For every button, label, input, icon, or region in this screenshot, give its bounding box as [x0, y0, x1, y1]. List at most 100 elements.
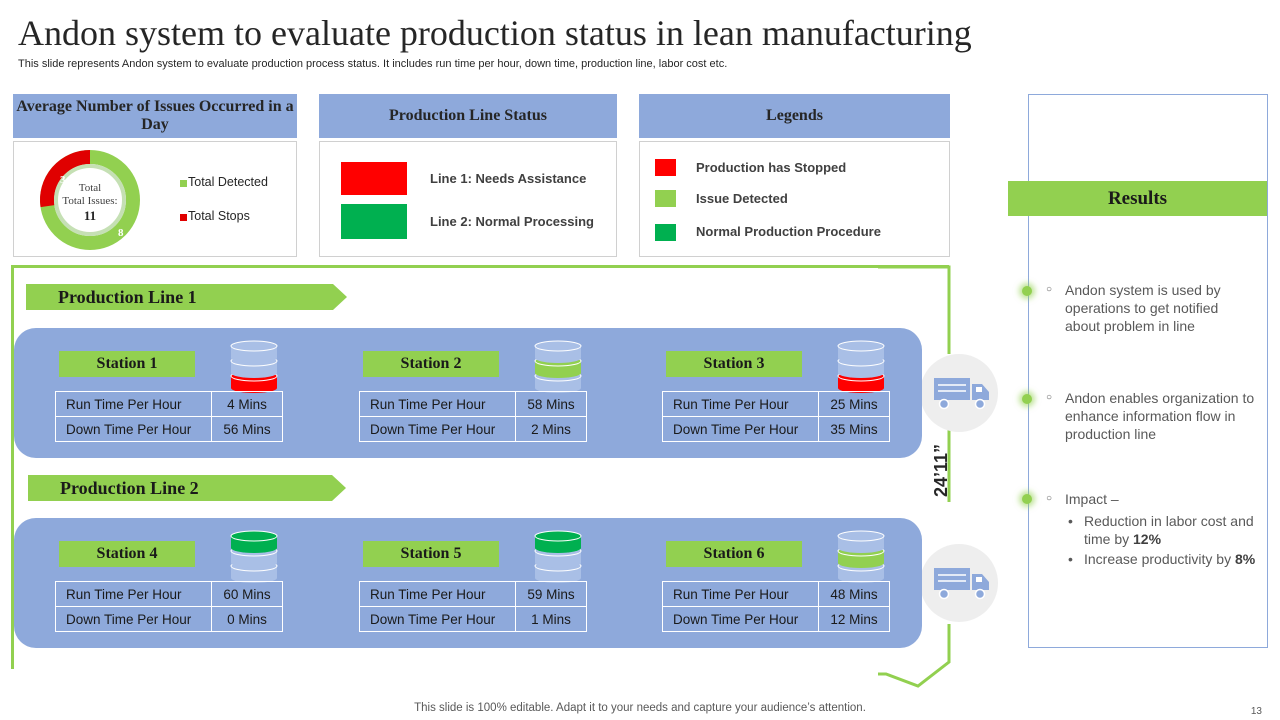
- legend-stopped-swatch: [655, 159, 676, 176]
- results-sub-bullet-2: •: [1068, 551, 1073, 567]
- down-time-value: 1 Mins: [515, 606, 587, 632]
- donut-center-value: 11: [84, 208, 96, 223]
- down-time-value: 2 Mins: [515, 416, 587, 442]
- db-layer-top: [534, 340, 582, 363]
- legend-stopped-label: Production has Stopped: [696, 160, 847, 175]
- run-time-label: Run Time Per Hour: [359, 581, 516, 607]
- station-status-database-icon: [230, 340, 278, 393]
- results-sub-bullet-1: •: [1068, 513, 1073, 529]
- status-panel-header: Production Line Status: [319, 94, 617, 138]
- results-marker-1: [1022, 286, 1032, 296]
- station-status-database-icon: [534, 340, 582, 393]
- legends-panel: Production has Stopped Issue Detected No…: [639, 141, 950, 257]
- legend-normal-swatch: [655, 224, 676, 241]
- vertical-length-label: 24’11”: [931, 443, 952, 497]
- station-header: Station 5: [363, 541, 499, 567]
- run-time-label: Run Time Per Hour: [55, 391, 212, 417]
- footer-text: This slide is 100% editable. Adapt it to…: [414, 702, 866, 714]
- results-sub-item-1: Reduction in labor cost and time by 12%: [1084, 512, 1264, 548]
- issues-donut-chart: Total Total Issues: 11 3 8: [40, 150, 140, 250]
- line1-status-swatch: [341, 162, 407, 195]
- down-time-value: 12 Mins: [818, 606, 890, 632]
- run-time-value: 60 Mins: [211, 581, 283, 607]
- results-bullet-2: ○: [1046, 392, 1053, 403]
- results-marker-3: [1022, 494, 1032, 504]
- status-panel: Line 1: Needs Assistance Line 2: Normal …: [319, 141, 617, 257]
- run-time-value: 58 Mins: [515, 391, 587, 417]
- results-bullet-1: ○: [1046, 284, 1053, 295]
- run-time-value: 48 Mins: [818, 581, 890, 607]
- down-time-label: Down Time Per Hour: [55, 606, 212, 632]
- station-header: Station 6: [666, 541, 802, 567]
- issues-panel: Total Total Issues: 11 3 8 Total Detecte…: [13, 141, 297, 257]
- truck-icon: [934, 378, 989, 410]
- donut-detected-label: 8: [118, 227, 124, 239]
- legend-issue-swatch: [655, 190, 676, 207]
- page-number: 13: [1250, 706, 1262, 717]
- legend-normal-label: Normal Production Procedure: [696, 224, 881, 239]
- down-time-value: 35 Mins: [818, 416, 890, 442]
- results-sub-item-2: Increase productivity by 8%: [1084, 550, 1268, 568]
- line2-status-swatch: [341, 204, 407, 239]
- legend-issue-label: Issue Detected: [696, 191, 788, 206]
- production-line-2-banner: Production Line 2: [28, 475, 346, 501]
- down-time-label: Down Time Per Hour: [55, 416, 212, 442]
- run-time-value: 4 Mins: [211, 391, 283, 417]
- run-time-value: 25 Mins: [818, 391, 890, 417]
- down-time-label: Down Time Per Hour: [662, 606, 819, 632]
- slide-title: Andon system to evaluate production stat…: [18, 13, 972, 53]
- results-sub-item-2-text: Increase productivity by: [1084, 551, 1235, 567]
- station-status-database-icon: [230, 530, 278, 583]
- results-sub-item-2-value: 8%: [1234, 551, 1256, 567]
- donut-center-label-1: Total: [79, 182, 101, 194]
- results-sub-item-1-value: 12%: [1133, 531, 1162, 547]
- line2-status-label: Line 2: Normal Processing: [430, 214, 594, 229]
- run-time-label: Run Time Per Hour: [662, 391, 819, 417]
- production-line-1-banner: Production Line 1: [26, 284, 347, 310]
- db-layer-top: [837, 340, 885, 363]
- results-header: Results: [1008, 181, 1267, 216]
- production-frame: [11, 265, 949, 669]
- donut-inner-ring: [54, 164, 126, 236]
- donut-stops-label: 3: [60, 174, 66, 186]
- down-time-value: 0 Mins: [211, 606, 283, 632]
- results-item-3: Impact –: [1065, 491, 1119, 507]
- db-layer-top: [534, 530, 582, 553]
- run-time-label: Run Time Per Hour: [55, 581, 212, 607]
- legend-detected-label: Total Detected: [188, 175, 268, 189]
- legends-panel-header: Legends: [639, 94, 950, 138]
- run-time-value: 59 Mins: [515, 581, 587, 607]
- station-header: Station 4: [59, 541, 195, 567]
- station-status-database-icon: [534, 530, 582, 583]
- results-marker-2: [1022, 394, 1032, 404]
- station-header: Station 3: [666, 351, 802, 377]
- truck-icon: [934, 568, 989, 600]
- legend-detected-swatch: [180, 180, 187, 187]
- donut-stops-segment: [40, 150, 91, 208]
- results-sub-item-1-text: Reduction in labor cost and time by: [1084, 513, 1254, 547]
- station-header: Station 1: [59, 351, 195, 377]
- down-time-value: 56 Mins: [211, 416, 283, 442]
- station-header: Station 2: [363, 351, 499, 377]
- db-layer-top: [837, 530, 885, 553]
- results-item-1: Andon system is used by operations to ge…: [1065, 282, 1221, 334]
- station-status-database-icon: [837, 530, 885, 583]
- down-time-label: Down Time Per Hour: [359, 416, 516, 442]
- slide-subtitle: This slide represents Andon system to ev…: [18, 58, 728, 70]
- results-item-2: Andon enables organization to enhance in…: [1065, 390, 1255, 442]
- db-layer-bottom: [837, 370, 885, 393]
- down-time-label: Down Time Per Hour: [359, 606, 516, 632]
